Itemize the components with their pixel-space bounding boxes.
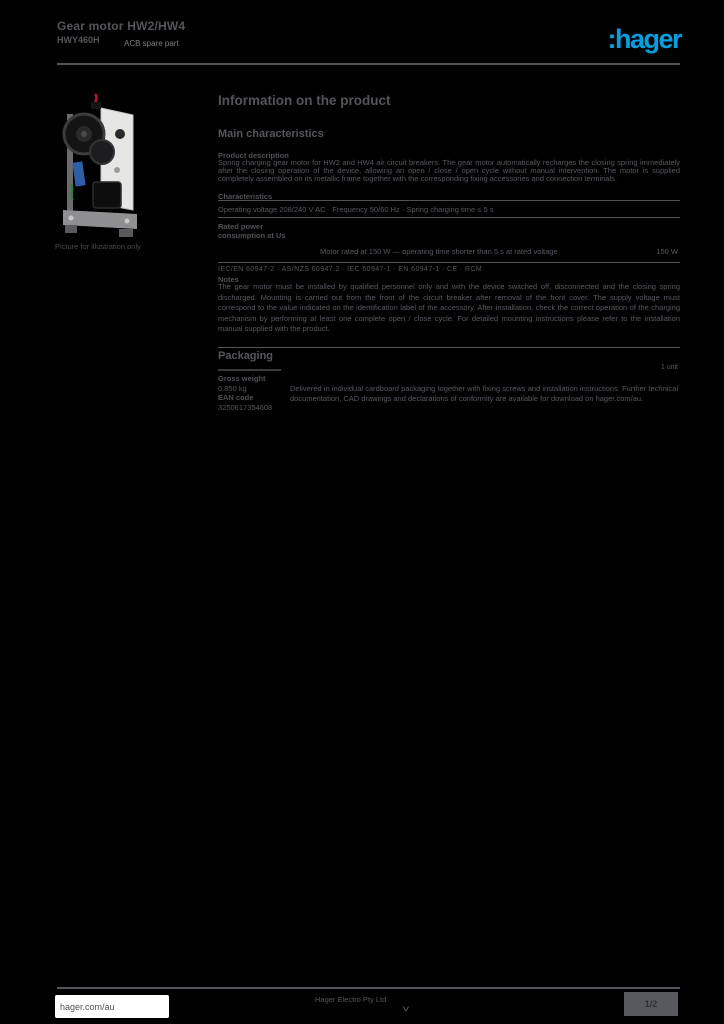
product-photo: [57, 92, 143, 242]
packaging-value-ean: 3250617354608: [218, 402, 273, 412]
section-divider: [218, 347, 680, 348]
footer-divider: [57, 987, 680, 989]
description-text: Spring charging gear motor for HW2 and H…: [218, 158, 680, 184]
row-divider: [218, 217, 680, 218]
footer-company: Hager Electro Pty Ltd: [315, 995, 387, 1004]
section-title-packaging: Packaging: [218, 350, 274, 362]
packaging-value-weight: 0.850 kg: [218, 383, 247, 393]
packaging-left-column: Gross weight 0.850 kg EAN code 325061735…: [218, 374, 288, 412]
characteristics-label: Characteristics: [218, 192, 273, 201]
power-label: Rated power consumption at Us: [218, 222, 286, 240]
header-divider: [57, 63, 680, 65]
footer-page-number: 1/2: [644, 999, 658, 1009]
footer-link-box: hager.com/au: [55, 995, 169, 1018]
row-divider: [218, 262, 680, 263]
product-reference-note: ACB spare part: [124, 39, 179, 48]
footer-page-box: 1/2: [624, 992, 678, 1016]
hager-logo-text: :hager: [607, 23, 682, 54]
hager-logo: :hager: [585, 22, 682, 56]
product-reference: HWY460H: [57, 35, 100, 45]
page-title: Gear motor HW2/HW4: [57, 19, 186, 33]
packaging-underline: [218, 369, 281, 371]
notes-text: The gear motor must be installed by qual…: [218, 282, 680, 334]
voltage-row: Operating voltage 208/240 V AC · Frequen…: [218, 205, 494, 214]
power-value: 150 W: [656, 247, 678, 256]
main-heading: Information on the product: [218, 93, 391, 108]
packaging-label-ean: EAN code: [218, 393, 254, 403]
row-divider: [218, 200, 680, 201]
standards-row: IEC/EN 60947-2 · AS/NZS 60947.2 · IEC 60…: [218, 266, 483, 273]
power-note: Motor rated at 150 W — operating time sh…: [320, 247, 558, 256]
footer-mark: v: [402, 1004, 410, 1013]
packaging-label-weight: Gross weight: [218, 374, 266, 383]
footer-link[interactable]: hager.com/au: [60, 1001, 115, 1012]
description-label: Product description: [218, 151, 289, 160]
gear-motor-image: [62, 93, 137, 237]
section-title-main-characteristics: Main characteristics: [218, 128, 324, 140]
notes-label: Notes: [218, 275, 239, 284]
packaging-note: Delivered in individual cardboard packag…: [290, 384, 678, 403]
photo-caption: Picture for illustration only: [55, 242, 141, 251]
packaging-unit-value: 1 unit: [660, 364, 678, 371]
